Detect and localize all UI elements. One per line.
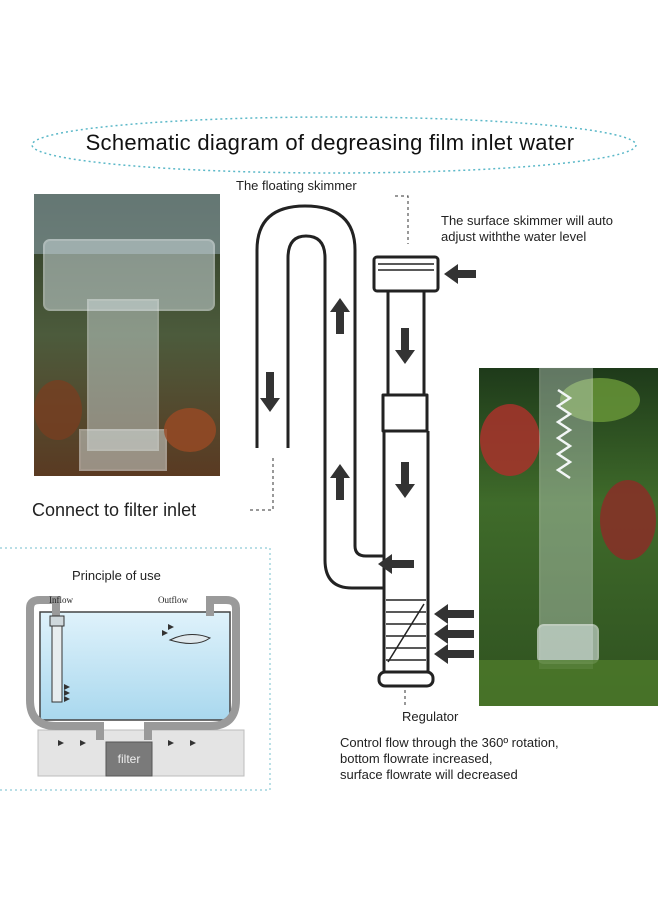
- outflow-label: Outflow: [158, 595, 188, 605]
- auto-adjust-line-1: The surface skimmer will auto: [441, 213, 613, 228]
- auto-adjust-line-2: adjust withthe water level: [441, 229, 587, 244]
- control-line-2: bottom flowrate increased,: [340, 751, 493, 766]
- principle-label: Principle of use: [72, 568, 161, 583]
- auto-adjust-label: The surface skimmer will auto adjust wit…: [441, 213, 613, 245]
- inflow-label: Inflow: [49, 595, 73, 605]
- connect-filter-label: Connect to filter inlet: [32, 500, 197, 520]
- diagram-title: Schematic diagram of degreasing film inl…: [85, 130, 575, 155]
- control-flow-label: Control flow through the 360º rotation, …: [340, 735, 559, 783]
- title-oval: [31, 116, 637, 174]
- control-line-3: surface flowrate will decreased: [340, 767, 518, 782]
- control-line-1: Control flow through the 360º rotation,: [340, 735, 559, 750]
- floating-skimmer-label: The floating skimmer: [236, 178, 357, 193]
- filter-label: filter: [117, 752, 141, 766]
- regulator-label: Regulator: [402, 709, 459, 724]
